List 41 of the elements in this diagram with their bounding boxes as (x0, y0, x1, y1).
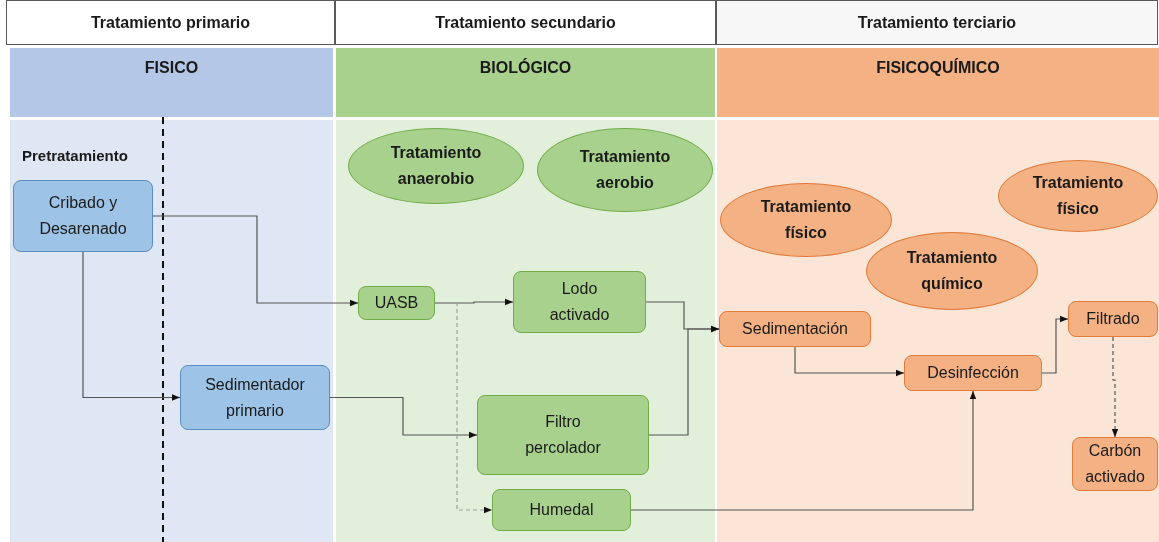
node-text: FISICO (144, 58, 199, 78)
node-text: Filtrado (1086, 309, 1140, 329)
node-text: Filtro percolador (525, 412, 601, 458)
node-text: UASB (374, 293, 419, 313)
process-box (477, 395, 649, 475)
arrow (329, 396, 478, 439)
header-cell: Tratamiento primario (6, 0, 335, 45)
arrow (630, 390, 977, 511)
process-box (1068, 301, 1158, 337)
header-cell: Tratamiento secundario (335, 0, 716, 45)
node-text: Sedimentador primario (204, 374, 306, 421)
arrow (1111, 336, 1119, 438)
arrow (152, 215, 359, 307)
node-text: Tratamiento físico (759, 197, 853, 243)
node-text: Cribado y Desarenado (39, 193, 127, 239)
node-text: Desinfección (927, 363, 1019, 383)
node-text: Tratamiento anaerobio (389, 143, 483, 189)
process-box (904, 355, 1042, 391)
process-box (513, 271, 646, 333)
node-text: Carbón activado (1084, 441, 1146, 487)
process-box (13, 180, 153, 252)
arrow (648, 325, 720, 436)
process-box (180, 365, 330, 430)
arrow (434, 302, 493, 514)
process-box (719, 311, 871, 347)
node-text: Humedal (529, 500, 594, 520)
arrow (82, 251, 181, 401)
node-text: Sedimentación (742, 319, 848, 339)
node-text: Tratamiento físico (1031, 173, 1125, 219)
arrow (1041, 315, 1069, 374)
process-box (358, 286, 435, 320)
process-box (492, 489, 631, 531)
section-label: Pretratamiento (22, 146, 128, 166)
node-text: BIOLÓGICO (479, 57, 572, 78)
process-box (1072, 437, 1158, 491)
node-text: Tratamiento aerobio (578, 147, 672, 193)
node-text: Lodo activado (549, 279, 610, 325)
header-cell: Tratamiento terciario (716, 0, 1158, 45)
node-text: FISICOQUÍMICO (876, 57, 1000, 78)
arrow (794, 346, 905, 377)
node-text: Tratamiento químico (905, 248, 999, 294)
